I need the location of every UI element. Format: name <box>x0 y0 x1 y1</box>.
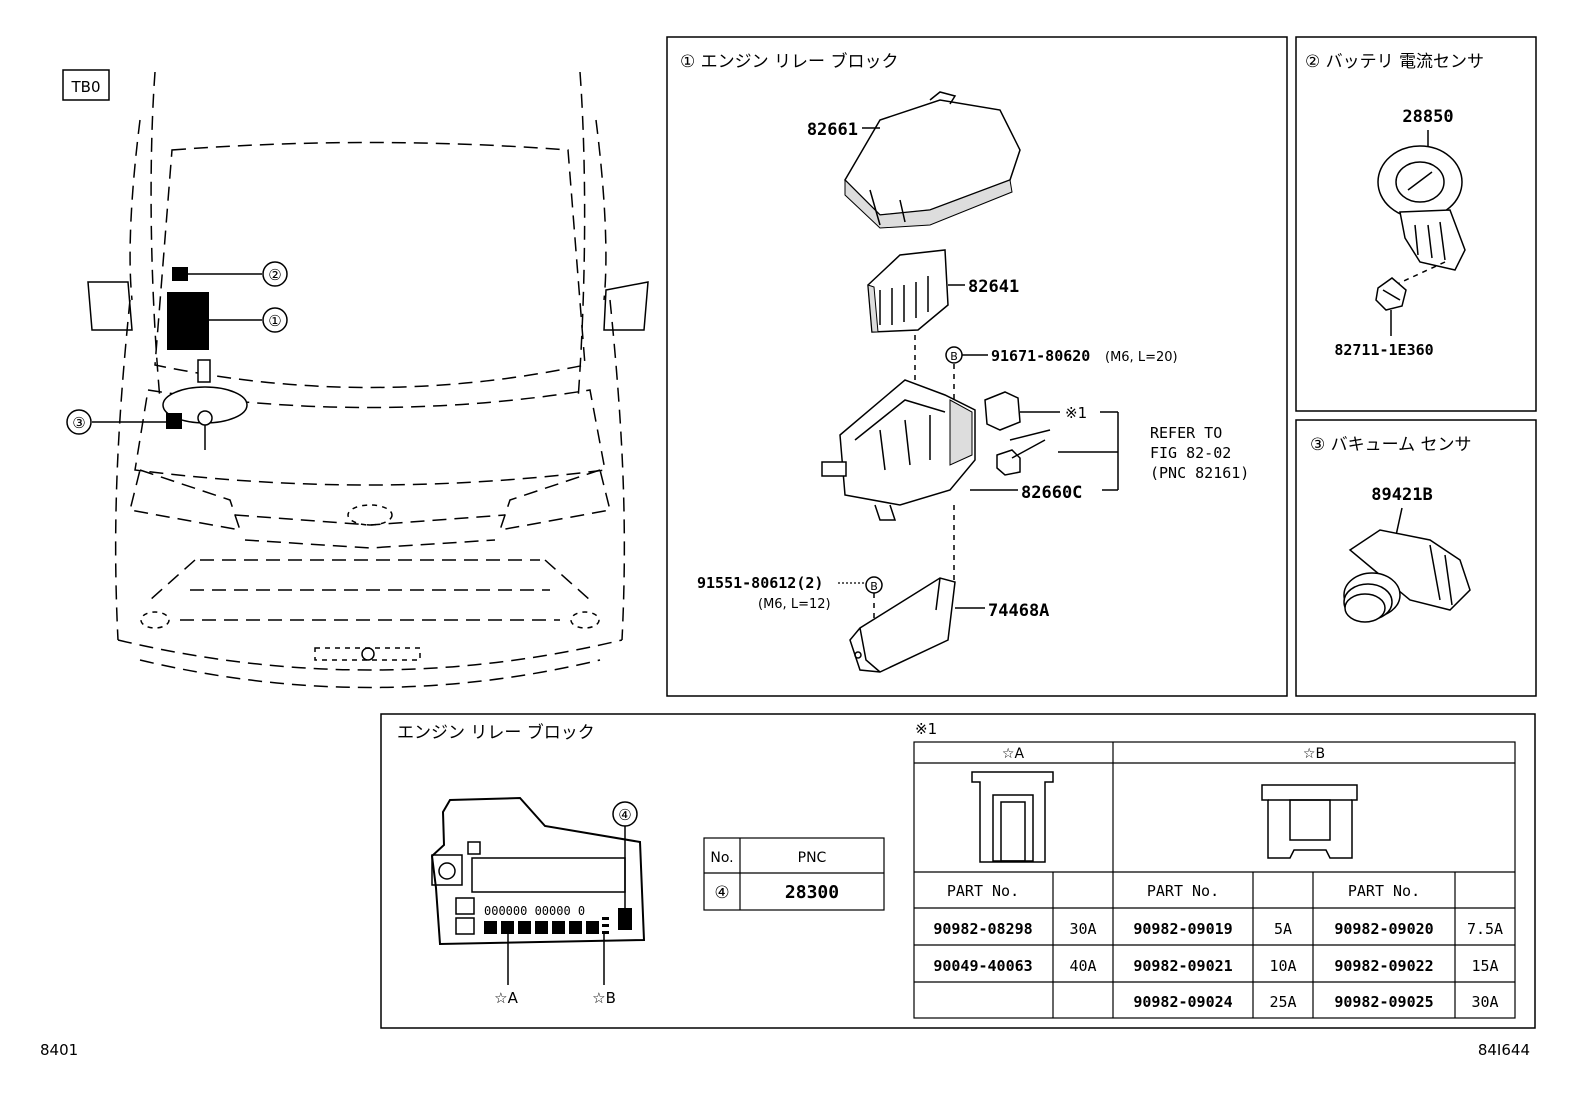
fuse-table-note: ※1 <box>915 720 937 738</box>
fuse-slot-row: 000000 00000 0 <box>484 904 585 918</box>
fuse-b-picture <box>1261 784 1358 859</box>
vacuum-sensor <box>1343 529 1471 623</box>
marker-b-upper: B <box>945 346 963 364</box>
pnc-row-pnc: 28300 <box>785 882 839 903</box>
label-82660C: 82660C <box>1021 483 1082 503</box>
label-star-b: ☆B <box>592 989 616 1007</box>
fuse-col-header-1: PART No. <box>947 882 1019 900</box>
relay-block-top-view: 000000 00000 0 <box>430 796 646 946</box>
svg-text:90982-09020: 90982-09020 <box>1334 920 1433 938</box>
svg-text:①: ① <box>268 312 281 330</box>
vehicle-front-view <box>87 71 649 689</box>
panel3-title: ③ バキューム センサ <box>1310 435 1472 455</box>
svg-text:③: ③ <box>72 414 85 432</box>
panel1-title: ① エンジン リレー ブロック <box>680 51 898 72</box>
svg-text:15A: 15A <box>1471 957 1498 975</box>
svg-text:B: B <box>870 580 878 593</box>
svg-text:90049-40063: 90049-40063 <box>933 957 1032 975</box>
label-74468A: 74468A <box>988 601 1049 621</box>
panel-vacuum-sensor: ③ バキューム センサ 89421B <box>1295 419 1537 697</box>
label-91671-80620-spec: (M6, L=20) <box>1105 350 1178 365</box>
table-row: 90049-40063 40A 90982-09021 10A 90982-09… <box>933 957 1498 975</box>
svg-text:10A: 10A <box>1269 957 1296 975</box>
svg-text:90982-09022: 90982-09022 <box>1334 957 1433 975</box>
svg-text:30A: 30A <box>1471 993 1498 1011</box>
svg-text:B: B <box>950 350 958 363</box>
fuse-group-b: ☆B <box>1303 746 1325 762</box>
svg-text:90982-09019: 90982-09019 <box>1133 920 1232 938</box>
vacuum-sensor-marker <box>166 413 182 429</box>
refer-line-2: FIG 82-02 <box>1150 444 1231 462</box>
bottom-title: エンジン リレー ブロック <box>397 722 595 743</box>
refer-line-3: (PNC 82161) <box>1150 464 1249 482</box>
panel-battery-current-sensor: ② バッテリ 電流センサ 28850 82711-1E360 <box>1295 36 1537 412</box>
bracket <box>849 577 956 673</box>
marker-b-lower: B <box>865 576 883 594</box>
label-82661: 82661 <box>807 120 858 140</box>
table-row: 90982-09024 25A 90982-09025 30A <box>1133 993 1498 1011</box>
svg-text:90982-08298: 90982-08298 <box>933 920 1032 938</box>
label-89421B: 89421B <box>1371 485 1432 505</box>
svg-text:40A: 40A <box>1069 957 1096 975</box>
sensor-clip <box>1375 277 1407 311</box>
svg-text:90982-09021: 90982-09021 <box>1133 957 1232 975</box>
fuse-a-picture <box>971 771 1054 863</box>
current-sensor <box>1377 145 1466 271</box>
svg-text:④: ④ <box>618 806 631 824</box>
panel2-title: ② バッテリ 電流センサ <box>1305 52 1484 72</box>
fuse-table: ☆A ☆B PART No. PART No. PART No. 90982-0… <box>913 741 1516 1019</box>
svg-text:30A: 30A <box>1069 920 1096 938</box>
corner-label: TB0 <box>62 69 110 101</box>
label-82641: 82641 <box>968 277 1019 297</box>
svg-text:25A: 25A <box>1269 993 1296 1011</box>
fuse-col-header-3: PART No. <box>1348 882 1420 900</box>
battery-current-sensor-marker <box>172 267 188 281</box>
fuse-note: ※1 <box>1065 404 1087 422</box>
panel-engine-relay-block: ① エンジン リレー ブロック 82661 82641 B 91671-8062… <box>666 36 1288 697</box>
fuse-col-header-2: PART No. <box>1147 882 1219 900</box>
pnc-row-no: ④ <box>714 883 729 903</box>
label-91671-80620: 91671-80620 <box>991 347 1090 365</box>
fuse-parts <box>984 391 1051 476</box>
relay-block-cover <box>844 91 1021 229</box>
svg-text:②: ② <box>268 266 281 284</box>
pnc-header-no: No. <box>710 850 733 866</box>
corner-label-text: TB0 <box>71 78 101 96</box>
refer-line-1: REFER TO <box>1150 424 1222 442</box>
callout-2: ② <box>188 261 288 287</box>
table-row: 90982-08298 30A 90982-09019 5A 90982-090… <box>933 920 1503 938</box>
label-star-a: ☆A <box>494 989 518 1007</box>
engine-relay-block-marker <box>167 292 209 350</box>
footer-right: 84I644 <box>1478 1041 1530 1059</box>
svg-text:7.5A: 7.5A <box>1467 920 1503 938</box>
label-28850: 28850 <box>1402 107 1453 127</box>
pnc-header-pnc: PNC <box>798 850 827 866</box>
pnc-table: No. PNC ④ 28300 <box>703 837 885 911</box>
relay-box <box>821 379 976 521</box>
callout-4: ④ <box>612 801 638 908</box>
callout-3: ③ <box>66 409 166 435</box>
svg-text:90982-09024: 90982-09024 <box>1133 993 1232 1011</box>
label-91551-80612-spec: (M6, L=12) <box>758 597 831 612</box>
svg-text:90982-09025: 90982-09025 <box>1334 993 1433 1011</box>
footer-left: 8401 <box>40 1041 78 1059</box>
label-91551-80612: 91551-80612(2) <box>697 574 823 592</box>
label-82711-1E360: 82711-1E360 <box>1334 341 1433 359</box>
callout-1: ① <box>209 307 288 333</box>
relay-block <box>867 249 949 333</box>
fuse-group-a: ☆A <box>1002 746 1025 762</box>
svg-text:5A: 5A <box>1274 920 1292 938</box>
panel-relay-block-detail: エンジン リレー ブロック 000000 00000 0 ④ <box>380 713 1536 1029</box>
